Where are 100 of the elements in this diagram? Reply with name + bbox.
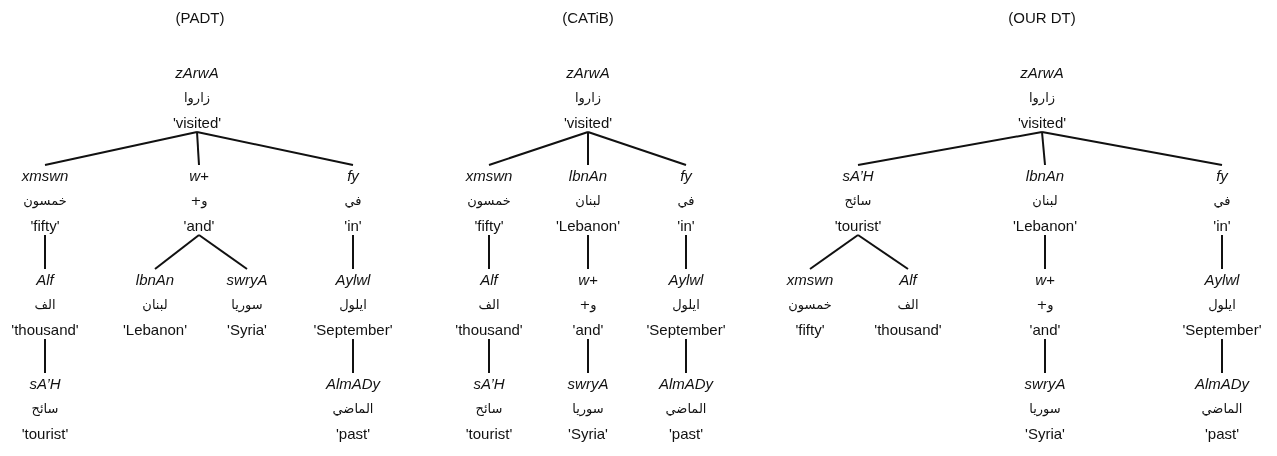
transliteration: zArwA [565, 63, 611, 83]
transliteration: Alf [34, 270, 56, 290]
arabic-word: لبنان [1031, 192, 1059, 210]
dependency-line [1221, 234, 1223, 270]
arabic-word: الماضي [1200, 400, 1244, 418]
english-gloss: 'September' [1181, 320, 1263, 340]
english-gloss: 'in' [343, 216, 363, 236]
tree-heading: (OUR DT) [1007, 9, 1077, 26]
dependency-line [44, 234, 46, 270]
english-gloss: 'visited' [171, 113, 223, 133]
transliteration: xmswn [785, 270, 835, 290]
arabic-word: زاروا [1027, 89, 1057, 108]
transliteration: fy [1215, 166, 1230, 186]
english-gloss: 'Lebanon' [554, 216, 622, 236]
transliteration: Aylwl [667, 270, 705, 290]
arabic-word: سوريا [230, 296, 264, 315]
tree-heading: (PADT) [174, 9, 226, 26]
dependency-line [857, 234, 909, 270]
transliteration: Alf [478, 270, 500, 290]
dependency-line [488, 338, 490, 374]
arabic-word: لبنان [141, 296, 169, 314]
transliteration: xmswn [464, 166, 514, 186]
arabic-word: ايلول [671, 296, 701, 315]
english-gloss: 'past' [334, 424, 372, 444]
dependency-line [488, 131, 589, 166]
transliteration: sA’H [28, 374, 62, 394]
transliteration: lbnAn [567, 166, 609, 186]
arabic-word: و+ [1035, 296, 1055, 315]
tree-heading: (CATiB) [561, 9, 615, 26]
english-gloss: 'thousand' [873, 320, 943, 340]
dependency-line [857, 131, 1043, 166]
dependency-line [587, 131, 687, 166]
transliteration: xmswn [20, 166, 70, 186]
english-gloss: 'fifty' [29, 216, 61, 236]
dependency-line [196, 131, 354, 166]
transliteration: sA’H [841, 166, 875, 186]
english-gloss: 'in' [1212, 216, 1232, 236]
arabic-word: سوريا [571, 400, 605, 419]
arabic-word: سائح [474, 400, 504, 418]
dependency-line [685, 338, 687, 374]
dependency-line [587, 234, 589, 270]
english-gloss: 'past' [1203, 424, 1241, 444]
english-gloss: 'fifty' [794, 320, 826, 340]
arabic-word: الف [896, 296, 920, 314]
transliteration: zArwA [174, 63, 220, 83]
arabic-word: زاروا [182, 89, 212, 108]
dependency-line [587, 338, 589, 374]
transliteration: sA’H [472, 374, 506, 394]
arabic-word: زاروا [573, 89, 603, 108]
dependency-line [685, 234, 687, 270]
dependency-line [352, 234, 354, 270]
dependency-line [154, 234, 200, 270]
dependency-line [809, 234, 859, 270]
transliteration: swryA [1023, 374, 1067, 394]
arabic-word: سائح [30, 400, 60, 418]
arabic-word: سائح [843, 192, 873, 210]
transliteration: Aylwl [334, 270, 372, 290]
english-gloss: 'tourist' [20, 424, 70, 444]
english-gloss: 'visited' [562, 113, 614, 133]
arabic-word: في [676, 192, 696, 210]
transliteration: zArwA [1019, 63, 1065, 83]
english-gloss: 'past' [667, 424, 705, 444]
transliteration: lbnAn [134, 270, 176, 290]
transliteration: w+ [577, 270, 599, 290]
english-gloss: 'Syria' [1024, 424, 1066, 444]
dependency-line [1221, 338, 1223, 374]
transliteration: lbnAn [1024, 166, 1066, 186]
arabic-word: الماضي [331, 400, 375, 418]
english-gloss: 'Syria' [567, 424, 609, 444]
english-gloss: 'Syria' [226, 320, 268, 340]
arabic-word: ايلول [338, 296, 368, 315]
dependency-line [1044, 338, 1046, 374]
arabic-word: في [343, 192, 363, 210]
english-gloss: 'September' [645, 320, 727, 340]
arabic-word: خمسون [787, 296, 833, 315]
transliteration: swryA [566, 374, 610, 394]
dependency-line [1041, 131, 1046, 166]
arabic-word: سوريا [1028, 400, 1062, 419]
english-gloss: 'and' [1028, 320, 1062, 340]
transliteration: w+ [1034, 270, 1056, 290]
dependency-line [587, 131, 589, 166]
english-gloss: 'and' [182, 216, 216, 236]
dependency-line [488, 234, 490, 270]
english-gloss: 'thousand' [454, 320, 524, 340]
english-gloss: 'fifty' [473, 216, 505, 236]
english-gloss: 'Lebanon' [121, 320, 189, 340]
english-gloss: 'thousand' [10, 320, 80, 340]
transliteration: swryA [225, 270, 269, 290]
arabic-word: و+ [578, 296, 598, 315]
english-gloss: 'tourist' [464, 424, 514, 444]
dependency-line [352, 338, 354, 374]
transliteration: fy [679, 166, 694, 186]
transliteration: fy [346, 166, 361, 186]
arabic-word: ايلول [1207, 296, 1237, 315]
transliteration: Aylwl [1203, 270, 1241, 290]
transliteration: AlmADy [324, 374, 382, 394]
english-gloss: 'visited' [1016, 113, 1068, 133]
transliteration: Alf [897, 270, 919, 290]
english-gloss: 'Lebanon' [1011, 216, 1079, 236]
dependency-line [196, 131, 200, 166]
